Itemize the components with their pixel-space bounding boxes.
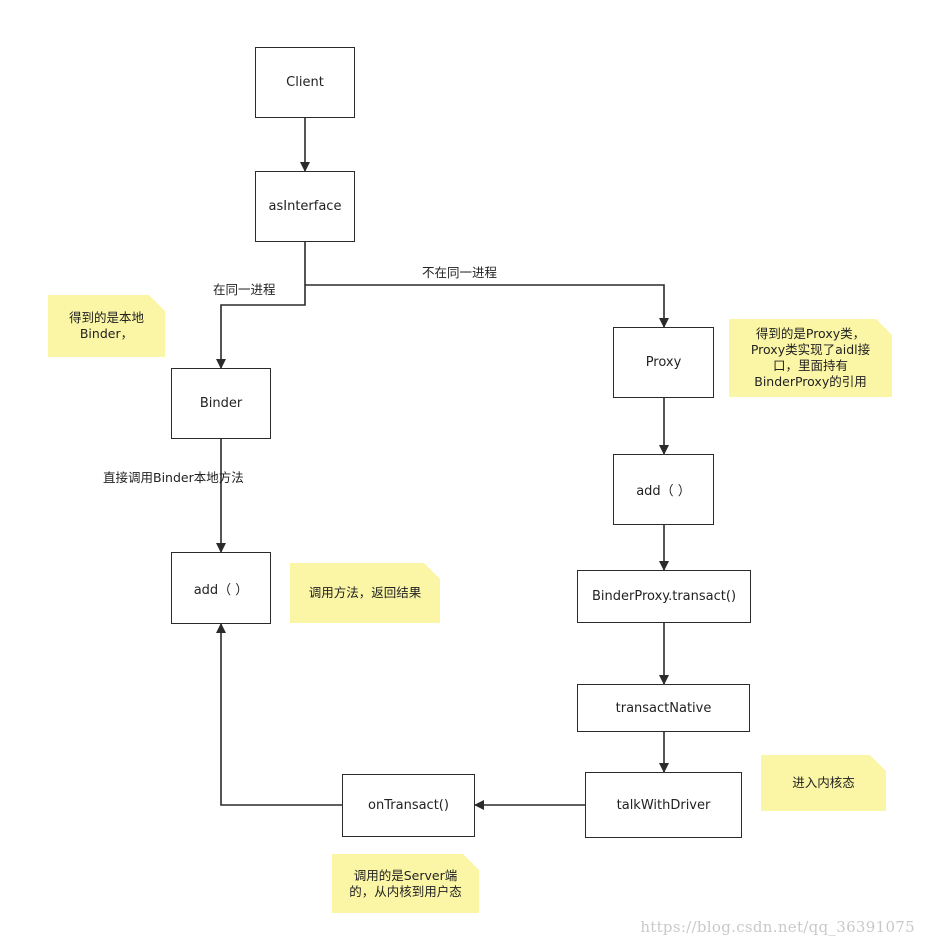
- note-fold-icon: [424, 563, 440, 579]
- note-proxy-info-text: 得到的是Proxy类， Proxy类实现了aidl接 口，里面持有 Binder…: [750, 326, 871, 389]
- edge-asinterface-to-binder: [216, 242, 306, 369]
- note-call-result-text: 调用方法，返回结果: [308, 585, 422, 600]
- same-process-label: 在同一进程: [213, 282, 276, 297]
- not-same-process-label: 不在同一进程: [422, 265, 498, 280]
- note-server-side: 调用的是Server端 的，从内核到用户态: [332, 854, 479, 913]
- note-fold-icon: [870, 755, 886, 771]
- note-local-binder: 得到的是本地 Binder，: [48, 295, 165, 357]
- client-node: Client: [255, 47, 355, 118]
- watermark: https://blog.csdn.net/qq_36391075: [640, 918, 915, 936]
- proxy-node: Proxy: [613, 327, 714, 398]
- ontransact-node: onTransact(): [342, 774, 475, 837]
- asinterface-node: asInterface: [255, 171, 355, 242]
- proxy-label: Proxy: [645, 355, 682, 370]
- transactnative-label: transactNative: [615, 700, 712, 716]
- ontransact-label: onTransact(): [368, 798, 449, 813]
- note-proxy-info: 得到的是Proxy类， Proxy类实现了aidl接 口，里面持有 Binder…: [729, 319, 892, 397]
- binderproxy-transact-label: BinderProxy.transact(): [591, 589, 737, 604]
- note-enter-kernel: 进入内核态: [761, 755, 886, 811]
- note-call-result: 调用方法，返回结果: [290, 563, 440, 623]
- note-local-binder-text: 得到的是本地 Binder，: [68, 310, 144, 341]
- binderproxy-transact-node: BinderProxy.transact(): [577, 570, 751, 623]
- talkwithdriver-node: talkWithDriver: [585, 772, 742, 838]
- binder-node: Binder: [171, 368, 271, 439]
- binder-label: Binder: [199, 396, 243, 411]
- note-server-side-text: 调用的是Server端 的，从内核到用户态: [349, 867, 462, 899]
- note-fold-icon: [463, 854, 479, 870]
- local-add-label: add（ ）: [193, 582, 249, 598]
- proxy-add-label: add（ ）: [636, 484, 691, 499]
- edge-asinterface-to-proxy: [305, 284, 669, 328]
- transactnative-node: transactNative: [577, 684, 750, 732]
- asinterface-label: asInterface: [268, 199, 342, 214]
- talkwithdriver-label: talkWithDriver: [616, 797, 711, 813]
- client-label: Client: [286, 75, 324, 90]
- direct-call-label: 直接调用Binder本地方法: [103, 470, 244, 485]
- note-fold-icon: [876, 319, 892, 335]
- proxy-add-node: add（ ）: [613, 454, 714, 525]
- edge-ontransact-to-local-add: [216, 623, 342, 806]
- note-fold-icon: [149, 295, 165, 311]
- note-enter-kernel-text: 进入内核态: [792, 775, 855, 790]
- local-add-node: add（ ）: [171, 552, 271, 624]
